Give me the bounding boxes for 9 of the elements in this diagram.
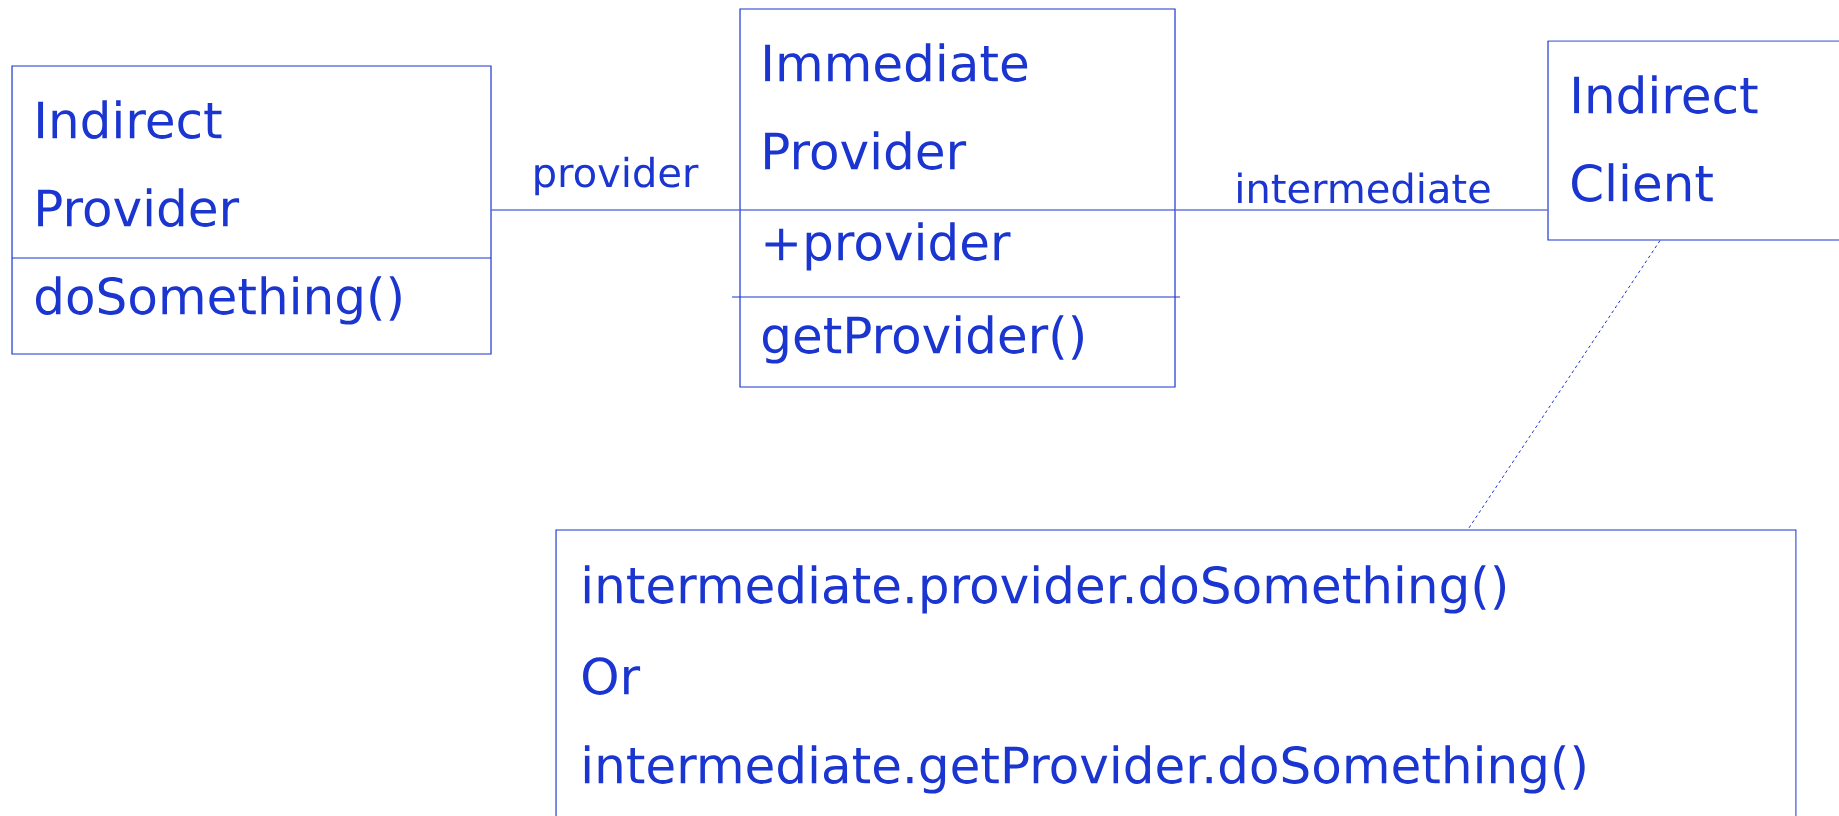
connector-line xyxy=(1175,209,1548,211)
edge-label: provider xyxy=(529,154,701,198)
note-box: intermediate.provider.doSomething() Or intermediate.getProvider.doSomething() xyxy=(555,529,1797,816)
class-box: Immediate Provider +provider getProvider() xyxy=(731,8,1181,388)
edge-label: intermediate xyxy=(1232,170,1494,206)
connector-line xyxy=(491,209,740,211)
class-box: Indirect Client xyxy=(1547,40,1839,241)
class-box: Indirect Provider doSomething() xyxy=(11,65,492,355)
dashed-line xyxy=(1467,240,1661,530)
